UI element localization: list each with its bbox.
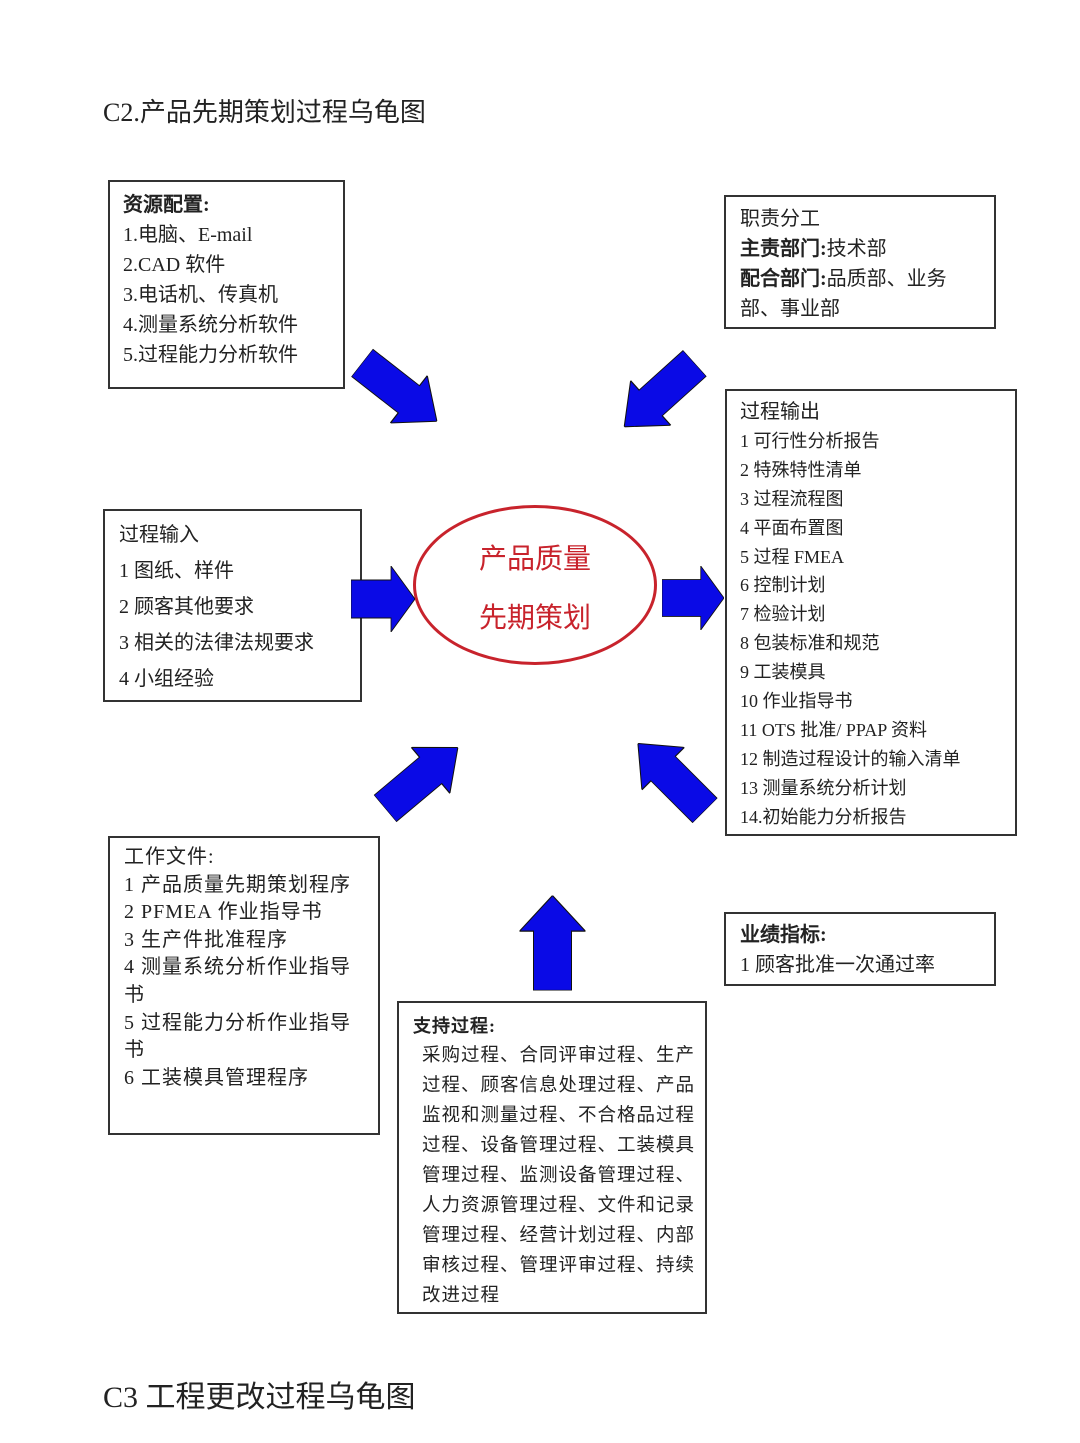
- assist-dept-label: 配合部门:: [740, 268, 827, 290]
- assist-dept-value: 品质部、业务部、事业部: [740, 268, 947, 320]
- outputs-box: 过程输出 1 可行性分析报告 2 特殊特性清单 3 过程流程图 4 平面布置图 …: [725, 389, 1017, 836]
- page-title: C2.产品先期策划过程乌龟图: [103, 98, 426, 127]
- inputs-box: 过程输入 1 图纸、样件 2 顾客其他要求 3 相关的法律法规要求 4 小组经验: [103, 509, 362, 702]
- kpi-heading: 业绩指标:: [740, 924, 827, 946]
- next-section-title: C3 工程更改过程乌龟图: [103, 1381, 416, 1414]
- support-heading: 支持过程:: [413, 1016, 496, 1036]
- arrow-up-left-icon: [617, 722, 727, 832]
- main-dept-label: 主责部门:: [740, 238, 827, 260]
- arrow-down-right-icon: [344, 339, 456, 445]
- list-item: 4 测量系统分析作业指导书: [124, 956, 351, 1006]
- work-docs-heading: 工作文件:: [124, 846, 215, 868]
- list-item: 4 平面布置图: [740, 517, 844, 538]
- outputs-heading: 过程输出: [740, 401, 820, 423]
- list-item: 3 相关的法律法规要求: [119, 632, 314, 654]
- list-item: 1 顾客批准一次通过率: [740, 954, 935, 976]
- list-item: 10 作业指导书: [740, 691, 853, 712]
- list-item: 6 控制计划: [740, 575, 826, 596]
- list-item: 1 可行性分析报告: [740, 430, 880, 451]
- center-label-line2: 先期策划: [478, 603, 591, 634]
- list-item: 14.初始能力分析报告: [740, 806, 907, 827]
- list-item: 2 PFMEA 作业指导书: [124, 901, 323, 924]
- list-item: 6 工装模具管理程序: [124, 1066, 309, 1089]
- support-text: 采购过程、合同评审过程、生产过程、顾客信息处理过程、产品监视和测量过程、不合格品…: [422, 1046, 696, 1306]
- center-ellipse: [413, 505, 657, 665]
- list-item: 1.电脑、E-mail: [123, 224, 253, 246]
- support-box: 支持过程: 采购过程、合同评审过程、生产过程、顾客信息处理过程、产品监视和测量过…: [397, 1001, 707, 1314]
- list-item: 2 顾客其他要求: [119, 596, 254, 618]
- kpi-box: 业绩指标: 1 顾客批准一次通过率: [724, 912, 996, 986]
- list-item: 3 过程流程图: [740, 488, 844, 509]
- list-item: 11 OTS 批准/ PPAP 资料: [740, 719, 928, 740]
- resources-box: 资源配置: 1.电脑、E-mail 2.CAD 软件 3.电话机、传真机 4.测…: [108, 180, 345, 389]
- list-item: 3.电话机、传真机: [123, 284, 278, 306]
- arrow-up-icon: [519, 895, 586, 991]
- main-dept-value: 技术部: [826, 238, 887, 260]
- list-item: 7 检验计划: [740, 604, 826, 625]
- list-item: 5.过程能力分析软件: [123, 344, 298, 366]
- list-item: 5 过程能力分析作业指导书: [124, 1011, 351, 1062]
- arrow-right-icon: [351, 566, 415, 632]
- list-item: 9 工装模具: [740, 662, 826, 683]
- arrow-right-icon: [662, 566, 724, 630]
- list-item: 4.测量系统分析软件: [123, 314, 298, 336]
- list-item: 13 测量系统分析计划: [740, 777, 907, 798]
- list-item: 1 产品质量先期策划程序: [124, 873, 351, 896]
- list-item: 1 图纸、样件: [119, 560, 234, 582]
- list-item: 5 过程 FMEA: [740, 546, 845, 567]
- arrow-up-right-icon: [366, 724, 477, 831]
- list-item: 12 制造过程设计的输入清单: [740, 748, 961, 769]
- duties-heading: 职责分工: [740, 208, 820, 230]
- list-item: 3 生产件批准程序: [124, 928, 288, 951]
- center-label-line1: 产品质量: [478, 544, 591, 575]
- resources-heading: 资源配置:: [123, 194, 210, 216]
- duties-box: 职责分工 主责部门:技术部 配合部门:品质部、业务部、事业部: [724, 195, 996, 329]
- arrow-down-left-icon: [604, 341, 715, 449]
- list-item: 8 包装标准和规范: [740, 633, 880, 654]
- work-docs-box: 工作文件: 1 产品质量先期策划程序 2 PFMEA 作业指导书 3 生产件批准…: [108, 836, 380, 1135]
- list-item: 2 特殊特性清单: [740, 459, 862, 480]
- list-item: 2.CAD 软件: [123, 254, 226, 276]
- inputs-heading: 过程输入: [119, 524, 199, 546]
- list-item: 4 小组经验: [119, 668, 214, 690]
